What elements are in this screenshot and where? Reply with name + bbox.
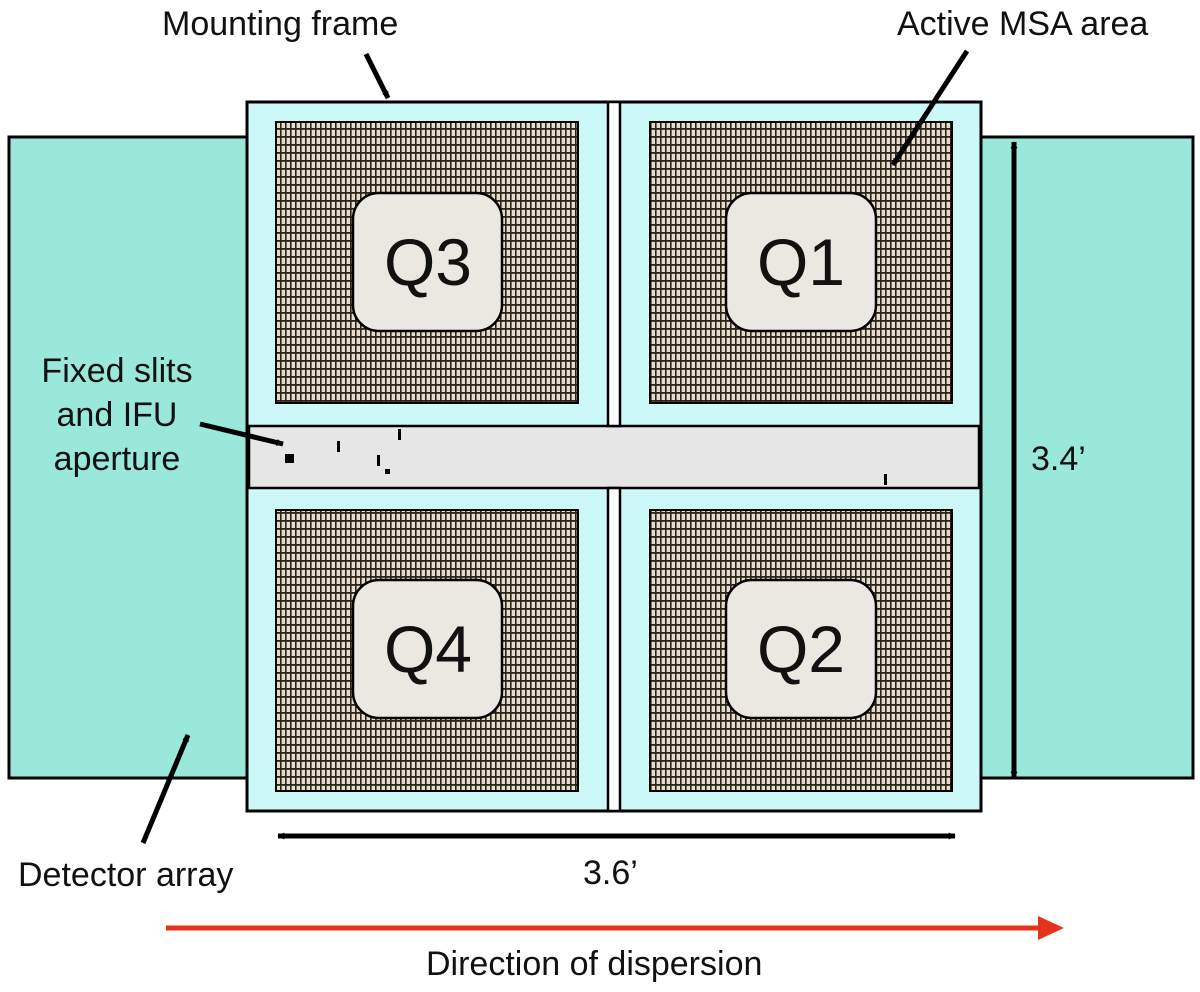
fixed-slit-strip [247,424,981,490]
frame-center-gap-bottom [606,486,622,813]
fixed-slits-label-line-3: aperture [53,440,181,478]
quadrant-label-box-q3 [351,191,504,333]
frame-center-gap-top [606,100,622,428]
fixed-slit-mark-2 [398,429,401,440]
quadrant-label-q2: Q2 [757,612,845,686]
ifu-aperture-mark [285,454,294,463]
active-msa-area-label: Active MSA area [897,5,1149,43]
active-msa-area-arrow [890,49,970,167]
fixed-slit-mark-4 [385,469,390,474]
mounting-frame-label: Mounting frame [162,5,399,43]
fixed-slits-label-line-2: and IFU [56,396,178,434]
height-dimension-label: 3.4’ [1031,440,1086,478]
fixed-slit-mark-3 [377,455,380,466]
quadrant-label-box-q2 [724,578,878,720]
quadrant-label-q4: Q4 [384,612,472,686]
quadrant-label-q1: Q1 [757,225,845,299]
fixed-slit-mark-1 [337,441,340,452]
fixed-slits-label-line-1: Fixed slits [41,352,193,390]
dispersion-label: Direction of dispersion [426,945,763,983]
fixed-slits-label: Fixed slits and IFU aperture [22,349,212,481]
fixed-slits-arrow [199,421,284,447]
fixed-slit-mark-5 [884,474,887,485]
detector-array-label: Detector array [18,856,234,894]
detector-array-left [7,135,251,780]
width-dimension-label: 3.6’ [583,854,638,892]
quadrant-label-q3: Q3 [384,225,472,299]
detector-array-right [977,135,1195,780]
quadrant-label-box-q1 [724,191,878,333]
quadrant-label-box-q4 [351,578,504,720]
detector-array-arrow [140,734,191,844]
dispersion-arrowhead [1038,916,1064,940]
mounting-frame-arrow [363,52,391,100]
